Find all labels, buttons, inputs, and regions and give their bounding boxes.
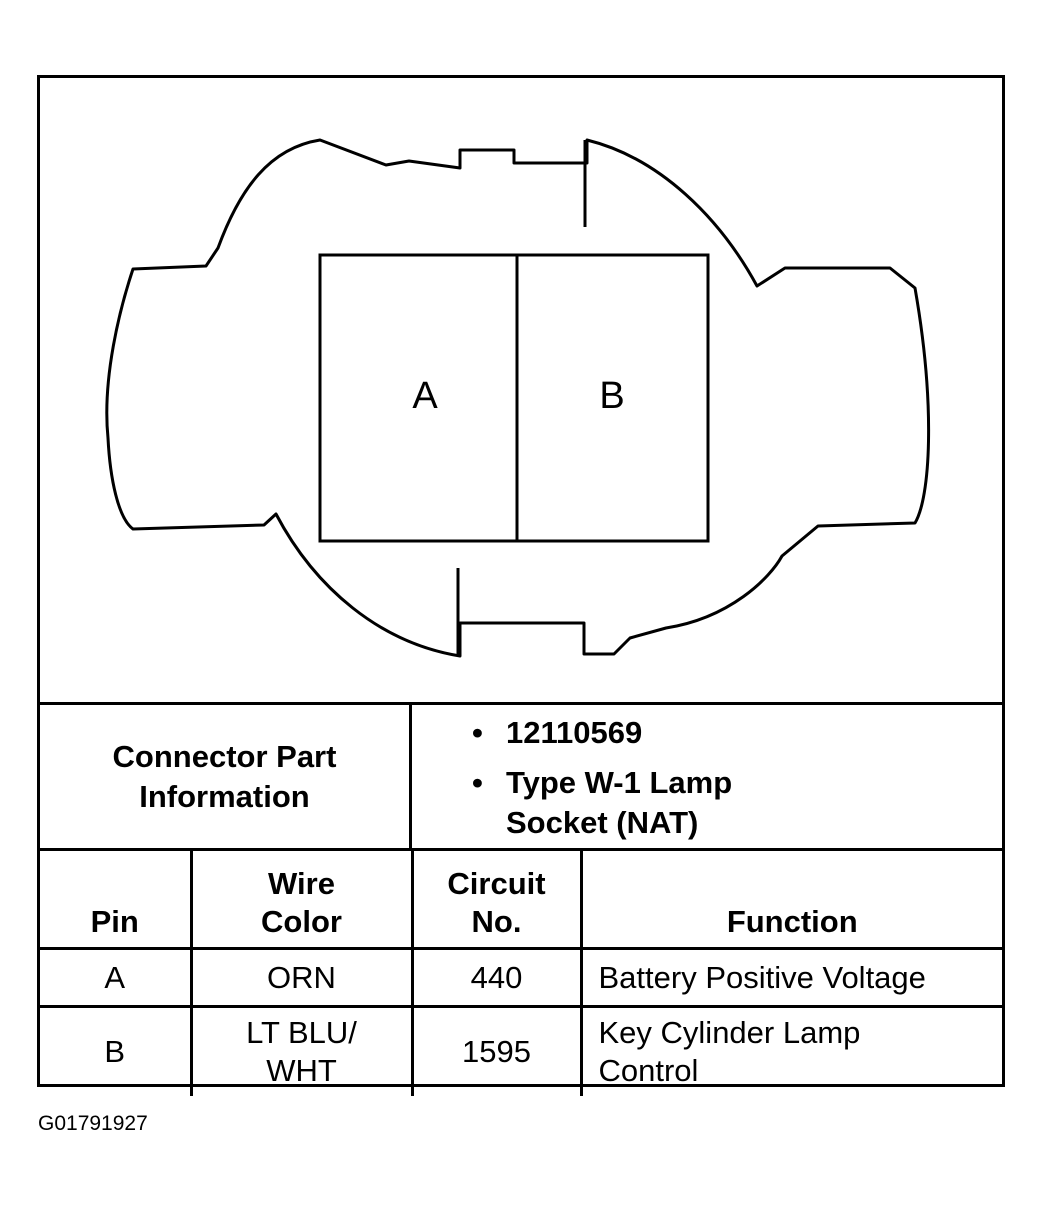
connector-type-item: • Type W-1 Lamp Socket (NAT)	[472, 763, 1002, 843]
bullet-icon: •	[472, 765, 483, 800]
header-function: Function	[579, 848, 1002, 950]
connector-type-line-1: Type W-1 Lamp	[506, 765, 733, 800]
cell-pin: B	[40, 1005, 193, 1096]
connector-part-info-values: • 12110569 • Type W-1 Lamp Socket (NAT)	[412, 705, 1002, 848]
connector-face-diagram: A B	[40, 78, 1002, 703]
bullet-icon: •	[472, 715, 483, 750]
pin-assignment-table: Pin Wire Color Circuit No. Function A	[40, 848, 1002, 1096]
part-number-item: • 12110569	[472, 713, 1002, 753]
part-number: 12110569	[506, 715, 643, 750]
header-wire-color: Wire Color	[189, 848, 414, 950]
table-row: B LT BLU/ WHT 1595 Key Cylinder Lamp Con…	[40, 1005, 1002, 1096]
info-label-line-2: Information	[139, 778, 310, 814]
table-header-row: Pin Wire Color Circuit No. Function	[40, 848, 1002, 950]
cell-wire-color: LT BLU/ WHT	[189, 1005, 414, 1096]
info-label-line-1: Connector Part	[112, 738, 337, 774]
cell-wire-color: ORN	[189, 947, 414, 1008]
table-row: A ORN 440 Battery Positive Voltage	[40, 947, 1002, 1008]
cell-function: Battery Positive Voltage	[579, 947, 1002, 1008]
cavity-label-a: A	[412, 375, 438, 417]
connector-part-info-label: Connector Part Information	[40, 705, 412, 848]
connector-part-info-row: Connector Part Information • 12110569 • …	[40, 702, 1002, 848]
terminal-cavity-b	[515, 253, 710, 543]
header-circuit-no: Circuit No.	[410, 848, 583, 950]
cell-circuit: 1595	[410, 1005, 583, 1096]
cell-pin: A	[40, 947, 193, 1008]
connector-figure-frame: A B Connector Part Information • 1211056…	[37, 75, 1005, 1096]
cell-circuit: 440	[410, 947, 583, 1008]
header-pin: Pin	[40, 848, 193, 950]
connector-housing-outline	[105, 138, 931, 658]
cavity-label-b: B	[599, 375, 624, 417]
cell-function: Key Cylinder Lamp Control	[579, 1005, 1002, 1096]
figure-id: G01791927	[38, 1112, 148, 1135]
connector-type-line-2: Socket (NAT)	[506, 805, 699, 840]
